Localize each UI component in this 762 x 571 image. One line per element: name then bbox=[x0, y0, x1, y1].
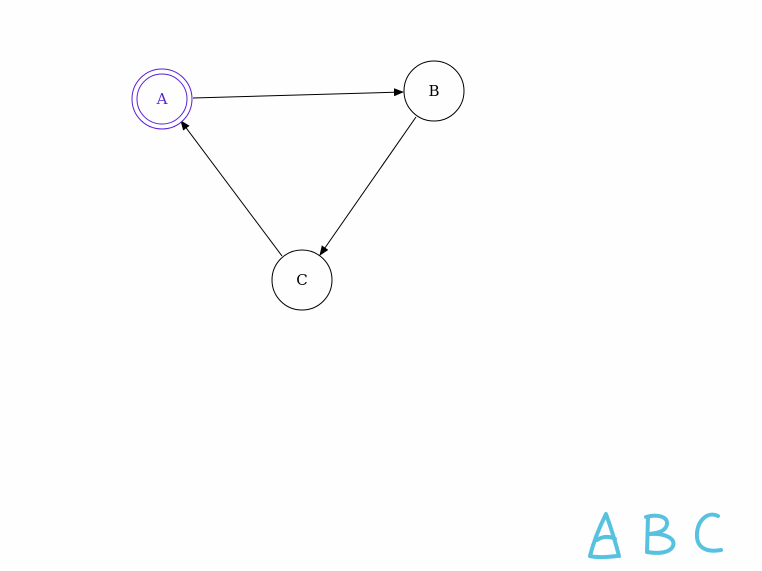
node-b-label: B bbox=[428, 82, 439, 100]
node-c-circle bbox=[271, 249, 333, 311]
handwritten-letter-b bbox=[644, 513, 676, 555]
node-a-label: A bbox=[156, 90, 168, 108]
edge-b-to-c[interactable] bbox=[319, 116, 417, 256]
edge-c-to-a[interactable] bbox=[180, 120, 283, 257]
node-b[interactable]: B bbox=[403, 60, 465, 122]
handwritten-letter-a bbox=[588, 512, 621, 560]
edges bbox=[180, 88, 417, 257]
edge-a-to-b[interactable] bbox=[192, 88, 404, 99]
handwritten-letter-c bbox=[694, 512, 723, 553]
node-b-circle bbox=[403, 60, 465, 122]
handwritten-abc bbox=[588, 512, 723, 560]
node-c-label: C bbox=[296, 271, 307, 289]
node-a[interactable]: A bbox=[131, 68, 193, 130]
node-c[interactable]: C bbox=[271, 249, 333, 311]
node-a-outer-ring bbox=[131, 68, 193, 130]
node-a-inner-ring bbox=[136, 73, 188, 125]
